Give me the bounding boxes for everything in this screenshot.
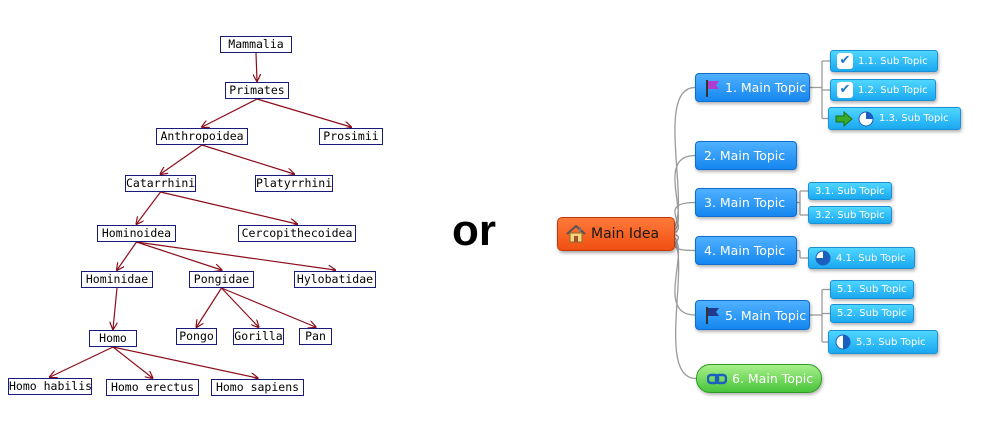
tree-node-pongo: Pongo (176, 328, 217, 345)
tree-node-pongidae: Pongidae (189, 271, 254, 288)
sub-topic-4-1-label: 4.1. Sub Topic (836, 252, 906, 264)
flag-icon (706, 79, 719, 97)
tree-edge-primates-to-anthropoidea (202, 98, 258, 127)
tree-node-catarrhini: Catarrhini (125, 175, 196, 192)
main-topic-2[interactable]: 2. Main Topic (695, 141, 797, 170)
tree-edge-homo-to-homo-sapiens (112, 346, 258, 378)
tree-node-prosimii: Prosimii (319, 128, 383, 145)
progress-icon (858, 111, 874, 126)
tree-edge-catarrhini-to-cercopithecoidea (160, 191, 298, 224)
sub-topic-1-1-label: 1.1. Sub Topic (858, 55, 928, 67)
tree-edge-pongidae-to-pongo (197, 287, 223, 327)
sub-topic-3-2[interactable]: 3.2. Sub Topic (808, 206, 892, 224)
tree-edge-hominoidea-to-pongidae (136, 241, 222, 270)
tree-edge-homo-to-homo-erectus (112, 346, 153, 378)
check-icon: ✔ (837, 82, 853, 98)
tree-edge-hominoidea-to-hylobatidae (136, 241, 336, 270)
sub-topic-5-2[interactable]: 5.2. Sub Topic (830, 304, 914, 323)
main-topic-5-label: 5. Main Topic (725, 307, 807, 323)
sub-topic-5-1-label: 5.1. Sub Topic (837, 284, 907, 295)
tree-edge-pongidae-to-pan (221, 287, 316, 327)
home-icon (566, 225, 586, 243)
tree-node-homo: Homo (89, 330, 137, 347)
main-topic-3[interactable]: 3. Main Topic (695, 188, 797, 217)
arrow-right-icon (835, 110, 853, 127)
main-topic-6-label: 6. Main Topic (732, 371, 814, 386)
main-topic-1[interactable]: 1. Main Topic (695, 73, 810, 102)
tree-edge-pongidae-to-gorilla (221, 287, 259, 327)
sub-topic-5-1[interactable]: 5.1. Sub Topic (830, 280, 914, 299)
tree-edge-primates-to-prosimii (256, 98, 351, 127)
main-idea-node-label: Main Idea (591, 226, 660, 242)
tree-edge-hominidae-to-homo (113, 287, 117, 329)
main-idea-node[interactable]: Main Idea (557, 217, 675, 251)
sub-topic-1-1[interactable]: ✔ 1.1. Sub Topic (830, 50, 938, 72)
main-topic-4-label: 4. Main Topic (704, 243, 786, 258)
mind-map: Main Idea 1. Main Topic ✔ 1.1. Sub Topic ✔ 1.… (540, 0, 1000, 431)
sub-topic-4-1[interactable]: 4.1. Sub Topic (808, 247, 915, 269)
main-topic-4[interactable]: 4. Main Topic (695, 236, 797, 265)
tree-edges (0, 52, 420, 431)
tree-edge-catarrhini-to-hominoidea (137, 191, 161, 224)
check-icon: ✔ (837, 53, 853, 69)
tree-node-pan: Pan (299, 328, 332, 345)
sub-topic-5-3-label: 5.3. Sub Topic (856, 336, 926, 348)
tree-node-platyrrhini: Platyrrhini (255, 175, 333, 192)
flag-icon (706, 307, 719, 324)
connector-root-to-topic-6 (664, 233, 697, 380)
main-topic-6[interactable]: 6. Main Topic (696, 364, 822, 393)
tree-node-hominidae: Hominidae (81, 271, 153, 288)
tree-edge-hominoidea-to-hominidae (117, 241, 137, 270)
or-separator: or (452, 206, 496, 255)
progress-icon (835, 334, 851, 350)
tree-node-anthropoidea: Anthropoidea (156, 128, 248, 145)
tree-node-cercopithecoidea: Cercopithecoidea (238, 225, 356, 242)
sub-topic-5-3[interactable]: 5.3. Sub Topic (828, 330, 938, 354)
main-topic-3-label: 3. Main Topic (704, 195, 786, 210)
tree-node-hominoidea: Hominoidea (97, 225, 176, 242)
sub-topic-1-3-label: 1.3. Sub Topic (879, 113, 949, 124)
tree-node-primates: Primates (225, 82, 289, 99)
sub-topic-1-2-label: 1.2. Sub Topic (858, 84, 928, 96)
tree-node-homo-sapiens: Homo sapiens (211, 379, 304, 396)
tree-edge-anthropoidea-to-catarrhini (161, 144, 203, 174)
sub-topic-1-2[interactable]: ✔ 1.2. Sub Topic (830, 79, 936, 101)
tree-edge-anthropoidea-to-platyrrhini (201, 144, 294, 174)
progress-icon (815, 250, 831, 266)
main-topic-5[interactable]: 5. Main Topic (695, 300, 810, 330)
tree-node-gorilla: Gorilla (233, 328, 284, 345)
sub-topic-1-3[interactable]: 1.3. Sub Topic (828, 107, 961, 130)
sub-topic-3-2-label: 3.2. Sub Topic (815, 209, 885, 221)
tree-node-hylobatidae: Hylobatidae (294, 271, 376, 288)
tree-edge-mammalia-to-primates (256, 52, 257, 81)
link-icon (707, 373, 727, 384)
main-topic-1-label: 1. Main Topic (725, 80, 807, 95)
main-topic-2-label: 2. Main Topic (704, 148, 786, 163)
tree-node-mammalia: Mammalia (220, 36, 292, 53)
sub-topic-5-2-label: 5.2. Sub Topic (837, 308, 907, 319)
tree-edge-homo-to-homo-habilis (50, 346, 114, 377)
tree-node-homo-habilis: Homo habilis (8, 378, 93, 395)
sub-topic-3-1[interactable]: 3.1. Sub Topic (808, 182, 892, 200)
tree-node-homo-erectus: Homo erectus (106, 379, 199, 396)
sub-topic-3-1-label: 3.1. Sub Topic (815, 185, 885, 197)
